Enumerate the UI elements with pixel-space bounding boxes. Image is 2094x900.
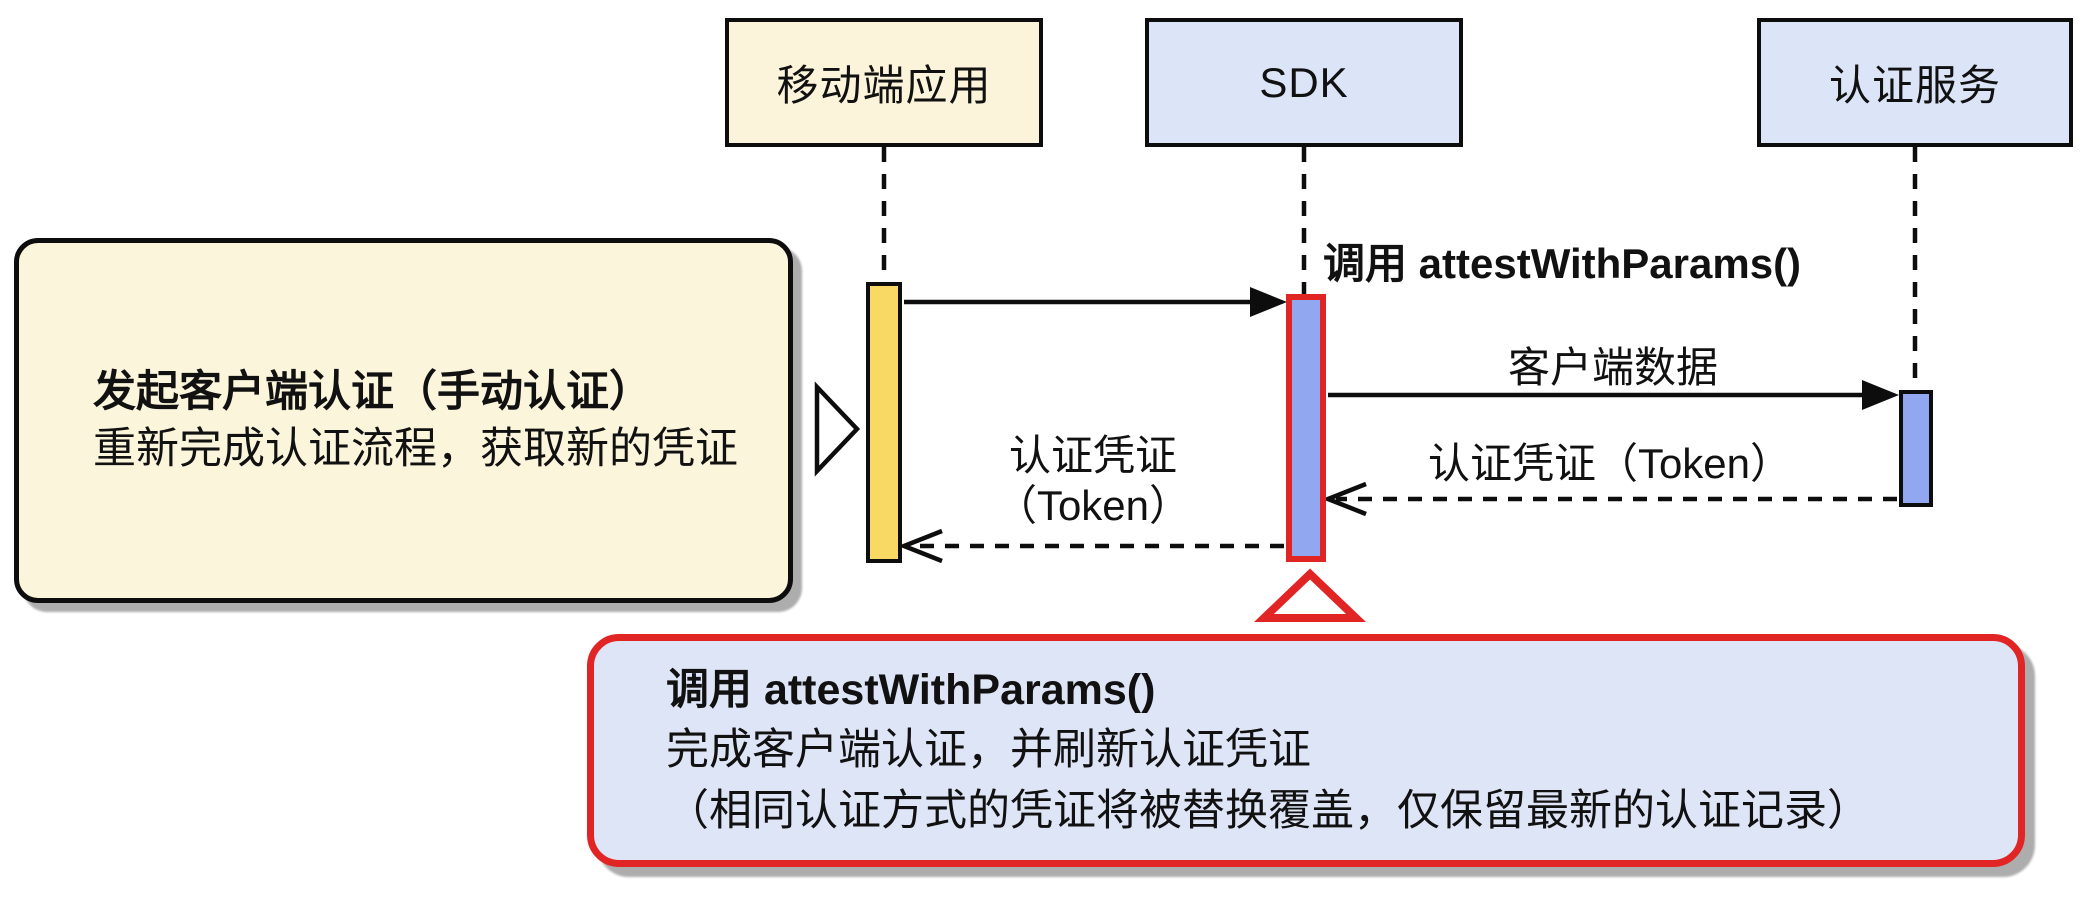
- actor-label-sdk: SDK: [1259, 58, 1349, 106]
- message-label-token-to-mobile-line1: 认证凭证: [1008, 432, 1177, 479]
- activation-bar-mobile-app: [866, 282, 902, 563]
- bottom-note-pointer-icon: [1254, 568, 1366, 622]
- actor-box-sdk: SDK: [1145, 18, 1463, 147]
- note-manual-attestation-body: 重新完成认证流程，获取新的凭证: [93, 424, 738, 473]
- note-attest-with-params-title: 调用 attestWithParams(): [666, 666, 1156, 715]
- actor-box-auth-service: 认证服务: [1757, 18, 2073, 147]
- activation-bar-sdk: [1286, 294, 1326, 562]
- actor-label-auth-service: 认证服务: [1828, 62, 2001, 109]
- note-attest-with-params-line2: 完成客户端认证，并刷新认证凭证: [666, 726, 1311, 775]
- note-manual-attestation-title: 发起客户端认证（手动认证）: [93, 367, 652, 416]
- actor-box-mobile-app: 移动端应用: [725, 18, 1043, 147]
- message-label-token-to-mobile: 认证凭证 （Token）: [893, 431, 1293, 530]
- actor-label-mobile-app: 移动端应用: [776, 62, 992, 109]
- message-label-token-to-sdk: 认证凭证（Token）: [1427, 440, 1793, 487]
- activation-bar-auth-service: [1899, 390, 1933, 507]
- note-attest-with-params: 调用 attestWithParams() 完成客户端认证，并刷新认证凭证 （相…: [587, 634, 2025, 867]
- arrowhead-token-to-mobile-icon: [897, 528, 943, 564]
- arrowhead-call-attest-icon: [1250, 287, 1287, 317]
- message-label-token-to-mobile-line2: （Token）: [994, 481, 1192, 529]
- message-label-call-attest: 调用 attestWithParams(): [1323, 240, 1802, 287]
- message-label-client-data: 客户端数据: [1507, 344, 1718, 391]
- note-attest-with-params-line3: （相同认证方式的凭证将被替换覆盖，仅保留最新的认证记录）: [666, 786, 1870, 835]
- arrowhead-client-data-icon: [1862, 380, 1899, 410]
- note-manual-attestation: 发起客户端认证（手动认证） 重新完成认证流程，获取新的凭证: [14, 238, 793, 603]
- left-note-pointer-icon: [814, 381, 861, 477]
